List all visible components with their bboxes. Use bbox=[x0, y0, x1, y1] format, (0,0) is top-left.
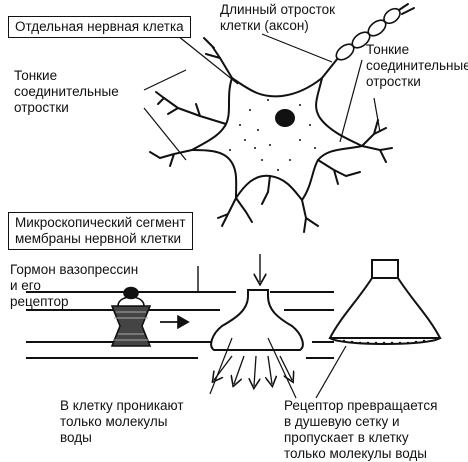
receptor-funnel-icon bbox=[210, 289, 304, 351]
water-label: В клетку проникают только молекулы воды bbox=[60, 398, 184, 445]
shower-head-icon bbox=[328, 259, 442, 345]
receptor-label: Рецептор превращается в душевую сетку и … bbox=[284, 398, 438, 461]
water-arrows bbox=[214, 355, 292, 386]
neuron-title: Отдельная нервная клетка bbox=[8, 16, 191, 38]
axon-sheath bbox=[335, 7, 401, 61]
neuron-cell-icon bbox=[149, 3, 415, 233]
dendrites-label-left: Тонкие соединительные отростки bbox=[14, 68, 119, 115]
nucleus bbox=[275, 109, 295, 127]
membrane-title: Микроскопический сегмент мембраны нервно… bbox=[8, 212, 193, 250]
hormone-label: Гормон вазопрессин и его рецептор bbox=[10, 262, 139, 309]
axon-label: Длинный отросток клетки (аксон) bbox=[220, 2, 336, 33]
dendrites-label-right: Тонкие соединительные отростки bbox=[366, 42, 468, 89]
vasopressin-receptor-icon bbox=[110, 286, 152, 347]
